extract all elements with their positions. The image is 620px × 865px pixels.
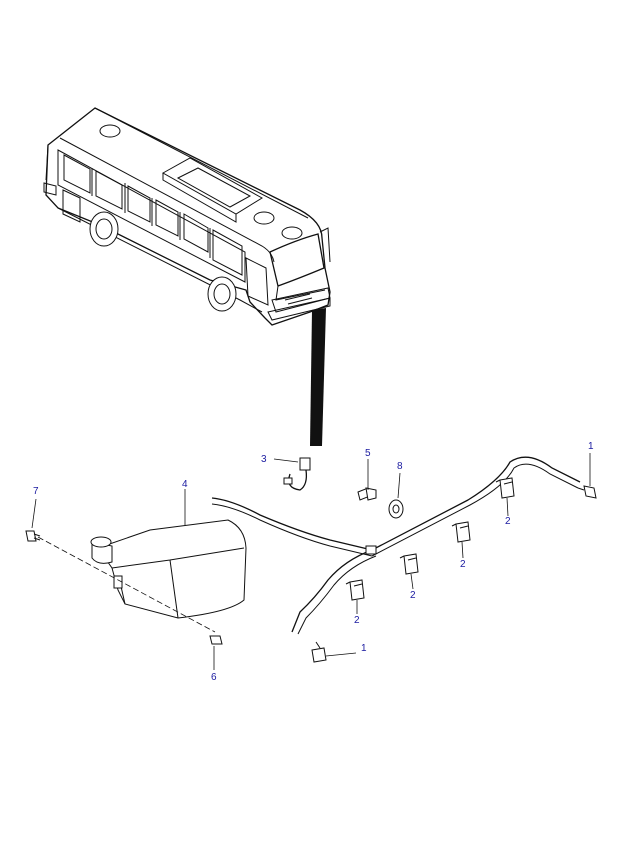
- label-part-2: 2: [410, 590, 416, 601]
- hose-clip-2a: [345, 579, 365, 601]
- label-part-1: 1: [588, 441, 594, 452]
- label-part-1: 1: [361, 643, 367, 654]
- nut-6: [209, 635, 223, 645]
- washer-nozzle-1b: [311, 641, 327, 663]
- label-part-4: 4: [182, 479, 188, 490]
- label-part-6: 6: [211, 672, 217, 683]
- dashed-leader-line: [37, 536, 216, 633]
- hose-clip-2c: [451, 521, 471, 543]
- bolt-5: [357, 487, 377, 501]
- washer-nozzle-1a: [577, 485, 597, 499]
- connector-3: [283, 457, 311, 491]
- label-part-8: 8: [397, 461, 403, 472]
- label-part-3: 3: [261, 454, 267, 465]
- label-part-5: 5: [365, 448, 371, 459]
- label-part-7: 7: [33, 486, 39, 497]
- label-part-2: 2: [460, 559, 466, 570]
- label-part-2: 2: [505, 516, 511, 527]
- bus-illustration: [43, 107, 331, 326]
- bolt-7: [25, 530, 41, 542]
- washer-8: [388, 499, 404, 519]
- label-part-2: 2: [354, 615, 360, 626]
- washer-hose: [211, 456, 581, 635]
- washer-tank: [90, 519, 247, 619]
- callout-arrow: [310, 308, 326, 446]
- leader-lines: [31, 453, 591, 670]
- hose-clip-2d: [495, 477, 515, 499]
- part-labels: 1 1 2 2 2 2 3 4 5 6 7 8: [33, 441, 594, 683]
- hose-clip-2b: [399, 553, 419, 575]
